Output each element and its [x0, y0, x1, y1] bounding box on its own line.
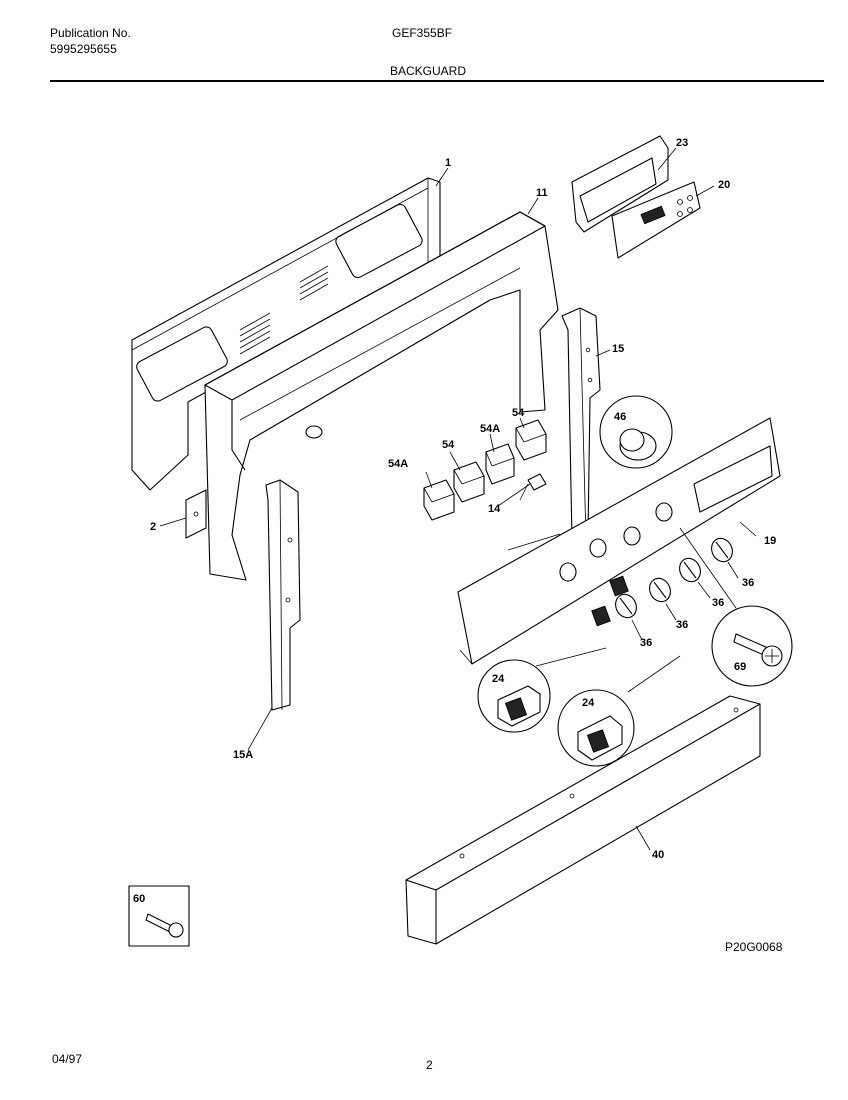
- vent-slots-right: [299, 265, 329, 301]
- callout-24-right: 24: [582, 697, 595, 709]
- page-number: 2: [426, 1058, 433, 1072]
- publication-number: 5995295655: [50, 42, 117, 56]
- part-24-rocker-in-panel: [591, 575, 629, 627]
- part-19-control-panel: [457, 417, 781, 665]
- part-11-backguard-frame: [204, 211, 559, 581]
- callout-19: 19: [764, 535, 776, 547]
- callout-23: 23: [676, 137, 688, 149]
- section-title: BACKGUARD: [390, 64, 467, 78]
- model-number: GEF355BF: [392, 26, 453, 40]
- callout-24-left: 24: [492, 673, 505, 685]
- vent-slots-left: [239, 312, 271, 355]
- part-36-knob-4: [711, 537, 733, 563]
- callout-11: 11: [536, 187, 548, 199]
- detail-69-screw: [711, 605, 793, 687]
- header-rule: [50, 80, 824, 82]
- part-15a-left-rail: [265, 479, 301, 711]
- callout-15a: 15A: [233, 749, 253, 761]
- leader-lines: [159, 147, 757, 851]
- detail-60-screw-box: [128, 885, 190, 947]
- publication-label: Publication No.: [50, 26, 131, 40]
- detail-24-rocker-b: [557, 689, 635, 767]
- part-54a-switch-a: [485, 443, 515, 485]
- callout-54a-left: 54A: [388, 458, 408, 470]
- callout-46: 46: [614, 411, 626, 423]
- callout-54-right: 54: [512, 407, 525, 419]
- part-36-knob-1: [615, 593, 637, 619]
- callout-69: 69: [734, 661, 746, 673]
- part-40-lower-trim: [405, 695, 761, 945]
- part-23-clock-frame: [571, 135, 669, 233]
- callout-15: 15: [612, 343, 624, 355]
- callout-2: 2: [150, 521, 156, 533]
- part-20-clock-timer: [611, 181, 701, 259]
- callout-60: 60: [133, 893, 145, 905]
- revision-date: 04/97: [52, 1052, 83, 1066]
- callout-40: 40: [652, 849, 664, 861]
- callout-20: 20: [718, 179, 730, 191]
- detail-46-knob: [599, 395, 673, 469]
- part-2-bracket: [185, 489, 207, 539]
- callout-1: 1: [445, 157, 451, 169]
- part-36-knob-2: [649, 577, 671, 603]
- callout-54a-right: 54A: [480, 423, 500, 435]
- callout-36-4: 36: [640, 637, 652, 649]
- part-14-switch: [519, 473, 547, 501]
- part-1-rear-panel: [131, 177, 441, 491]
- callout-14: 14: [488, 503, 501, 515]
- callout-36-2: 36: [712, 597, 724, 609]
- callout-36-3: 36: [676, 619, 688, 631]
- callout-54-left: 54: [442, 439, 455, 451]
- figure-code: P20G0068: [725, 940, 783, 954]
- part-36-knob-3: [679, 557, 701, 583]
- part-54a-switch-b: [423, 479, 455, 521]
- detail-24-rocker-a: [477, 659, 551, 733]
- part-54-switch-b: [453, 461, 485, 503]
- callout-36-1: 36: [742, 577, 754, 589]
- part-54-switch-a: [515, 419, 547, 461]
- part-15-right-rail: [561, 307, 601, 541]
